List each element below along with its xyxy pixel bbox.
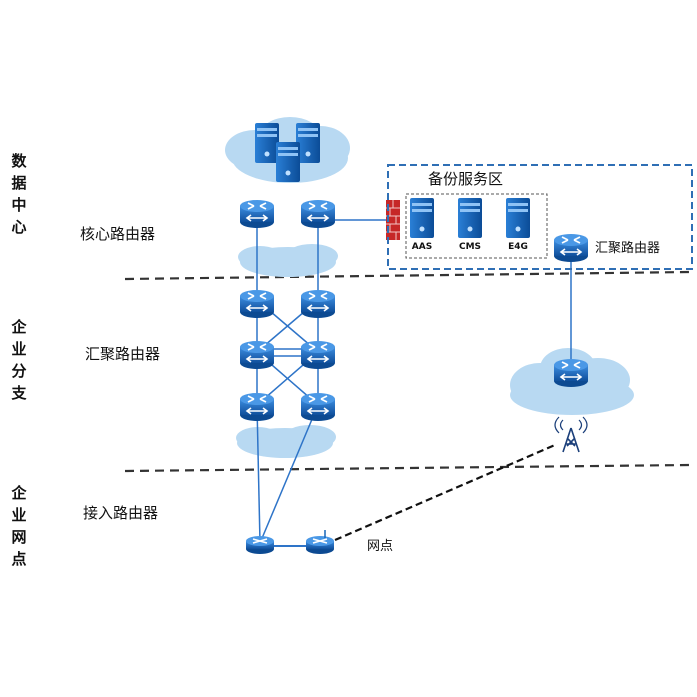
backup-server-label: E4G — [508, 242, 528, 252]
core-router-label: 核心路由器 — [80, 225, 156, 243]
aggregation-cloud-icon — [236, 425, 336, 458]
wan-router-icon — [553, 358, 589, 388]
zone-divider-branch-outlet — [124, 463, 691, 473]
antenna-tower-icon — [554, 416, 588, 453]
backup-aggregation-router-label: 汇聚路由器 — [595, 241, 661, 256]
core-cloud-icon — [238, 244, 338, 277]
backup-aggregation-router-icon — [553, 233, 589, 263]
outlet-label: 网点 — [367, 539, 394, 554]
zone-label-branch: 企业分支 — [11, 318, 27, 402]
wireless-link — [334, 443, 556, 542]
core-router-icon — [239, 199, 336, 229]
backup-server-label: CMS — [458, 242, 482, 252]
zone-label-data-center: 数据中心 — [11, 152, 27, 236]
backup-zone-border — [387, 164, 693, 270]
access-router-label: 接入路由器 — [83, 504, 159, 522]
backup-zone-title: 备份服务区 — [428, 170, 504, 188]
backup-server-label: AAS — [411, 242, 433, 252]
zone-divider-datacenter-branch — [124, 270, 691, 281]
access-router-icon — [245, 530, 335, 555]
backup-server-icon — [410, 198, 530, 238]
backup-servers-group-border — [405, 193, 548, 259]
firewall-icon — [386, 200, 400, 240]
zone-label-outlet: 企业网点 — [11, 484, 27, 568]
aggregation-router-label: 汇聚路由器 — [85, 345, 161, 363]
